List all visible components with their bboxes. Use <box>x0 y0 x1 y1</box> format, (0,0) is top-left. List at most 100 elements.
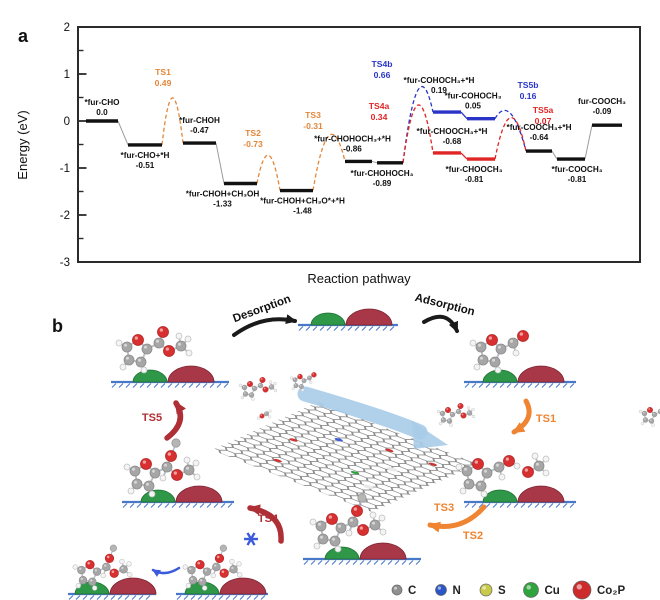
level-value: -1.33 <box>213 200 232 209</box>
ts-name: TS3 <box>305 110 321 120</box>
legend-label: N <box>453 585 461 597</box>
level-name: *fur-CHOHOCH₃ <box>351 169 414 178</box>
panel-a-label: a <box>18 26 29 46</box>
atom-highlight <box>308 376 310 378</box>
atom-c <box>77 565 86 575</box>
atom-o <box>157 326 169 338</box>
atom-h <box>115 339 123 347</box>
legend-item: S <box>479 583 506 597</box>
surface-hatch <box>146 383 152 388</box>
surface-hatch <box>157 503 163 508</box>
connector-line <box>584 125 593 160</box>
surface-hatch <box>359 560 365 565</box>
atom-highlight <box>134 336 138 340</box>
surface-hatch <box>183 595 189 600</box>
atom-hg <box>357 493 367 503</box>
atom-highlight <box>442 418 444 420</box>
atom-c <box>251 385 258 392</box>
level-name: *fur-CHOH+CH₃O*+*H <box>260 197 345 206</box>
surface-hatch <box>298 326 304 331</box>
surface-hatch <box>368 326 374 331</box>
co2p-dome <box>219 577 267 595</box>
atom-o <box>259 413 265 419</box>
surface-hatch <box>506 503 512 508</box>
transition-arc <box>402 86 434 163</box>
atom-highlight <box>320 535 323 539</box>
atom-o <box>247 381 253 387</box>
atom-highlight <box>478 343 481 347</box>
atom-c <box>449 411 456 418</box>
co2p-dome <box>345 308 393 326</box>
surface-hatch <box>569 503 575 508</box>
atom-highlight <box>164 463 167 467</box>
atom-highlight <box>293 378 296 380</box>
atom-c <box>153 337 165 349</box>
molecule-frag <box>256 409 272 420</box>
atom-h <box>512 349 520 357</box>
atom-highlight <box>152 469 155 473</box>
atom-c <box>477 354 489 366</box>
atom-c <box>188 576 198 585</box>
atom-highlight <box>263 387 266 390</box>
surface-hatch <box>520 503 526 508</box>
ts-name: TS1 <box>155 67 171 77</box>
surface-hatch <box>160 383 166 388</box>
legend-sphere <box>523 582 539 598</box>
atom-o <box>503 455 515 467</box>
surface-hatch <box>492 383 498 388</box>
atom-highlight <box>244 392 246 394</box>
atom-o <box>109 568 119 578</box>
surface-hatch <box>260 595 266 600</box>
atom-highlight <box>653 412 655 415</box>
surface-hatch <box>492 503 498 508</box>
legend-item: Cu <box>523 582 560 598</box>
level-value: 0.05 <box>465 102 481 111</box>
surface-hatch <box>471 383 477 388</box>
atom-highlight <box>90 579 93 582</box>
atom-c <box>88 577 97 587</box>
graphene-hexagon <box>368 507 387 512</box>
atom-highlight <box>536 462 539 466</box>
atom-h <box>236 561 242 567</box>
graphene-mesh <box>212 402 478 512</box>
atom-c <box>161 461 173 473</box>
atom-h <box>469 339 477 347</box>
atom-h <box>123 463 131 471</box>
surface-hatch <box>389 326 395 331</box>
surface-hatch <box>303 560 309 565</box>
atom-o <box>195 560 205 570</box>
atom-c <box>202 567 212 576</box>
atom-c <box>642 417 649 423</box>
atom-highlight <box>216 555 220 559</box>
atom-highlight <box>328 515 332 519</box>
atom-highlight <box>474 460 478 464</box>
connector-line <box>215 142 225 184</box>
atom-c <box>495 343 507 355</box>
ts-name: TS5a <box>533 105 554 115</box>
level-name: *fur-CHO <box>84 98 120 107</box>
atom-highlight <box>253 386 255 389</box>
atom-h <box>301 388 305 392</box>
atom-h <box>175 332 183 340</box>
atom-highlight <box>159 328 163 332</box>
atom-o <box>445 407 451 413</box>
atom-highlight <box>650 419 652 421</box>
blocked-asterisk <box>244 532 258 546</box>
surface-hatch <box>223 383 229 388</box>
ts1-arrow <box>511 398 532 435</box>
atom-c <box>102 562 111 572</box>
surface-hatch <box>562 503 568 508</box>
adsorption-arrow <box>422 314 459 333</box>
atom-c <box>507 337 519 349</box>
level-name: *fur-CHOH+CH₃OH <box>186 190 260 199</box>
atom-o <box>326 513 338 525</box>
surface-hatch <box>471 503 477 508</box>
atom-highlight <box>505 457 509 461</box>
atom-c <box>187 565 196 575</box>
co2p-dome <box>517 365 565 383</box>
surface-hatch <box>361 326 367 331</box>
panel-a-chart: a Energy (eV) Reaction pathway 210-1-2-3… <box>15 22 641 286</box>
cu-dome <box>310 312 346 326</box>
atom-highlight <box>104 564 107 567</box>
